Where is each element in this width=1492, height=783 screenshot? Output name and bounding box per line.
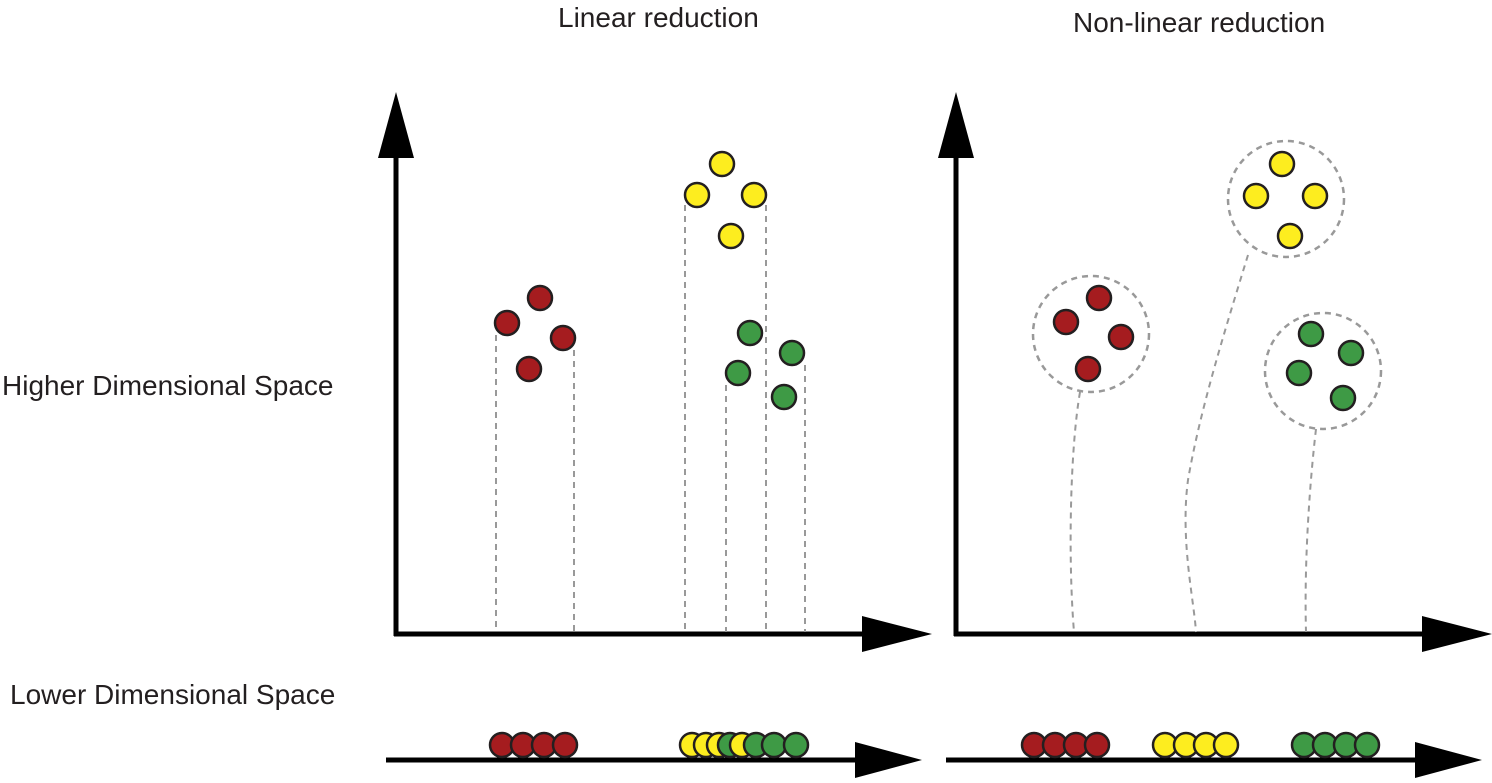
lower-linear-arrow xyxy=(855,742,922,778)
nonlinear-x-arrow xyxy=(1422,616,1492,652)
red-point xyxy=(549,324,577,352)
yellow-mapping-curve xyxy=(1184,254,1249,633)
red-point xyxy=(1107,323,1135,351)
green-projected-point xyxy=(1353,731,1381,759)
red-point xyxy=(1074,355,1102,383)
higher-dimensional-space-label: Higher Dimensional Space xyxy=(2,370,334,401)
yellow-point xyxy=(717,222,745,250)
green-point xyxy=(736,319,764,347)
yellow-point xyxy=(708,150,736,178)
red-point xyxy=(526,284,554,312)
red-projected-point xyxy=(1083,731,1111,759)
green-point xyxy=(770,383,798,411)
yellow-point xyxy=(683,181,711,209)
linear-projection-lines xyxy=(495,205,806,632)
nonlinear-y-arrow xyxy=(938,92,974,158)
nonlinear-axes xyxy=(938,92,1492,652)
linear-x-arrow xyxy=(862,616,932,652)
lower-nonlinear-arrow xyxy=(1415,742,1482,778)
data-points xyxy=(488,150,1381,759)
yellow-point xyxy=(1301,182,1329,210)
green-mapping-curve xyxy=(1304,428,1317,633)
nonlinear-reduction-title: Non-linear reduction xyxy=(1073,7,1326,38)
red-cluster-ring xyxy=(1031,274,1151,394)
red-projected-point xyxy=(551,731,579,759)
lower-axes xyxy=(386,742,1482,778)
green-point xyxy=(1297,320,1325,348)
red-point xyxy=(1052,308,1080,336)
nonlinear-guides xyxy=(1031,139,1383,633)
green-point xyxy=(724,359,752,387)
green-point xyxy=(1285,359,1313,387)
yellow-point xyxy=(1268,150,1296,178)
yellow-cluster-ring xyxy=(1226,139,1346,259)
green-cluster-ring xyxy=(1263,311,1383,431)
yellow-point xyxy=(740,181,768,209)
green-point xyxy=(778,339,806,367)
green-projected-point xyxy=(760,731,788,759)
linear-y-arrow xyxy=(378,92,414,158)
green-point xyxy=(1337,339,1365,367)
red-point xyxy=(493,309,521,337)
linear-axes xyxy=(378,92,932,652)
red-point xyxy=(1085,284,1113,312)
linear-reduction-title: Linear reduction xyxy=(558,2,759,33)
green-projected-point xyxy=(782,731,810,759)
green-point xyxy=(1329,384,1357,412)
yellow-point xyxy=(1242,182,1270,210)
red-point xyxy=(515,355,543,383)
yellow-point xyxy=(1276,222,1304,250)
lower-dimensional-space-label: Lower Dimensional Space xyxy=(10,679,336,710)
yellow-projected-point xyxy=(1212,731,1240,759)
red-mapping-curve xyxy=(1069,391,1081,633)
